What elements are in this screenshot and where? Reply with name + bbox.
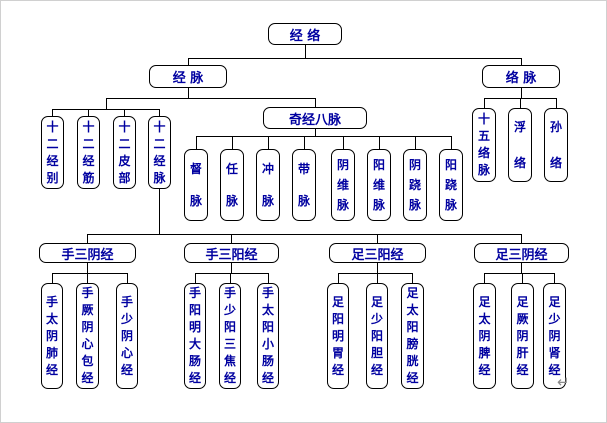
connector <box>195 273 268 274</box>
node-daimai: 带脉 <box>292 149 316 221</box>
connector <box>52 109 53 116</box>
node-jingmai: 经 脉 <box>149 65 227 88</box>
node-sunluo: 孙络 <box>544 108 568 182</box>
connector <box>484 273 485 283</box>
connector <box>188 58 189 66</box>
node-qijing-bamai: 奇经八脉 <box>263 107 367 129</box>
connector <box>415 136 416 149</box>
node-kidney-meridian: 足少阴肾经 <box>543 283 566 389</box>
connector <box>188 88 189 98</box>
connector <box>451 136 452 149</box>
connector <box>52 109 160 110</box>
connector <box>106 98 315 99</box>
node-renmai: 任脉 <box>220 149 244 221</box>
connector <box>52 273 53 283</box>
connector <box>379 136 380 149</box>
connector <box>521 234 522 243</box>
node-shou-sanyin: 手三阴经 <box>39 243 136 263</box>
connector <box>88 109 89 116</box>
connector <box>556 98 557 108</box>
connector <box>484 273 554 274</box>
connector <box>304 136 305 149</box>
connector <box>521 88 522 98</box>
connector <box>305 45 306 58</box>
connector <box>338 273 339 283</box>
node-heart-meridian: 手少阴心经 <box>116 283 138 389</box>
node-spleen-meridian: 足太阴脾经 <box>473 283 496 389</box>
connector <box>232 136 233 149</box>
connector <box>87 234 521 235</box>
connector <box>87 263 88 273</box>
connector <box>124 109 125 116</box>
node-shier-jingbie: 十二经别 <box>41 116 64 189</box>
node-zu-sanyin: 足三阴经 <box>474 243 569 263</box>
connector <box>554 273 555 283</box>
node-shou-sanyang: 手三阳经 <box>184 243 279 263</box>
connector <box>231 263 232 273</box>
paragraph-mark-icon: ↵ <box>557 373 570 391</box>
connector <box>522 273 523 283</box>
connector <box>87 234 88 243</box>
connector <box>195 273 196 283</box>
node-bladder-meridian: 足太阳膀胱经 <box>401 283 424 389</box>
connector <box>338 273 412 274</box>
connector <box>377 273 378 283</box>
connector <box>484 98 485 108</box>
connector <box>196 136 197 149</box>
connector <box>268 273 269 283</box>
connector <box>377 234 378 243</box>
node-luomai: 络 脉 <box>482 65 560 88</box>
node-liver-meridian: 足厥阴肝经 <box>511 283 534 389</box>
connector <box>377 263 378 273</box>
connector <box>87 273 88 283</box>
node-yangweimai: 阳维脉 <box>367 149 391 221</box>
node-large-intestine-meridian: 手阳明大肠经 <box>184 283 206 389</box>
connector <box>520 98 521 108</box>
node-fuluo: 浮络 <box>508 108 532 182</box>
node-shiwu-luomai: 十五络脉 <box>472 108 496 182</box>
node-zu-sanyang: 足三阳经 <box>329 243 426 263</box>
connector <box>196 136 451 137</box>
node-shier-pibu: 十二皮部 <box>113 116 136 189</box>
node-gallbladder-meridian: 足少阳胆经 <box>366 283 388 389</box>
node-stomach-meridian: 足阳明胃经 <box>327 283 349 389</box>
connector <box>52 273 127 274</box>
node-yangqiaomai: 阳跷脉 <box>439 149 463 221</box>
connector <box>412 273 413 283</box>
connector <box>231 234 232 243</box>
node-small-intestine-meridian: 手太阳小肠经 <box>257 283 279 389</box>
node-sanjiao-meridian: 手少阳三焦经 <box>219 283 241 389</box>
connector <box>315 129 316 136</box>
connector <box>521 263 522 273</box>
connector <box>521 58 522 66</box>
connector <box>315 98 316 107</box>
node-shier-jingmai: 十二经脉 <box>148 116 171 189</box>
node-dumai: 督脉 <box>184 149 208 221</box>
node-yinweimai: 阴维脉 <box>331 149 355 221</box>
connector <box>230 273 231 283</box>
node-shier-jingjin: 十二经筋 <box>77 116 100 189</box>
node-chongmai: 冲脉 <box>256 149 280 221</box>
connector <box>127 273 128 283</box>
node-jingluo: 经 络 <box>268 23 342 45</box>
node-pericardium-meridian: 手厥阴心包经 <box>76 283 99 389</box>
node-yinqiaomai: 阴跷脉 <box>403 149 427 221</box>
connector <box>343 136 344 149</box>
connector <box>268 136 269 149</box>
connector <box>159 189 160 234</box>
node-lung-meridian: 手太阴肺经 <box>41 283 63 389</box>
connector <box>188 58 522 59</box>
connector <box>106 98 107 109</box>
connector <box>159 109 160 116</box>
